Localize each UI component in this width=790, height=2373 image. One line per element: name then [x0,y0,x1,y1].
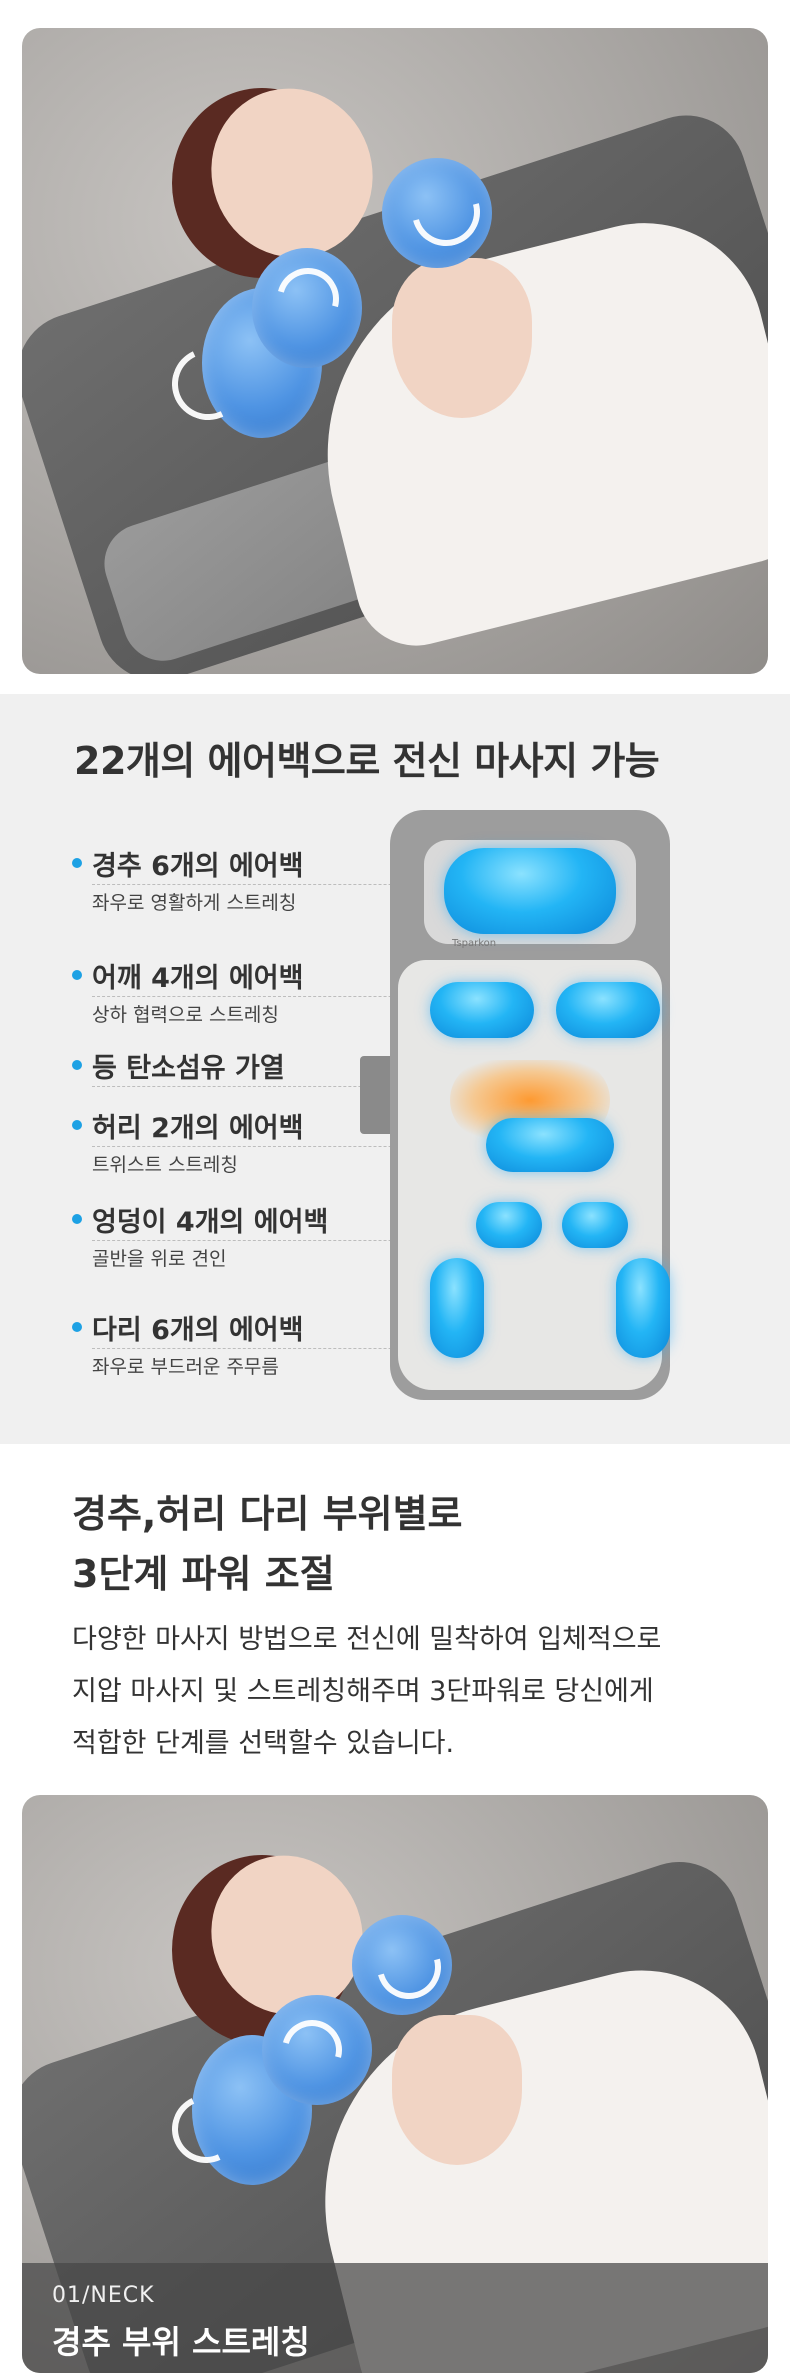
product-photo-neck-massage [22,28,768,674]
airbag-leg-right [616,1258,670,1358]
feature-title: 다리 6개의 에어백 [92,1315,304,1346]
description-line: 다양한 마사지 방법으로 전신에 밀착하여 입체적으로 [72,1624,662,1655]
description-line: 지압 마사지 및 스트레칭해주며 3단파워로 당신에게 [72,1676,654,1707]
bullet-dot-icon [72,1060,82,1070]
brand-logo: Tsparkon [452,938,497,949]
photo-caption: 01/NECK 경추 부위 스트레칭 [22,2263,768,2373]
feature-subtitle: 트위스트 스트레칭 [92,1154,238,1176]
airbag-leg-left [430,1258,484,1358]
airbag-neck [444,848,616,934]
description-line: 적합한 단계를 선택할수 있습니다. [72,1728,455,1759]
mat-controller-tab [360,1056,394,1134]
leader-line [92,1146,472,1147]
massage-mat-illustration: Tsparkon [360,810,700,1400]
caption-title: 경추 부위 스트레칭 [52,2323,310,2361]
headline-line: 경추,허리 다리 부위별로 [72,1492,463,1536]
leader-line [92,996,472,997]
leader-line [92,1240,472,1241]
feature-subtitle: 상하 협력으로 스트레칭 [92,1004,279,1026]
bullet-dot-icon [72,1214,82,1224]
feature-title: 등 탄소섬유 가열 [92,1053,285,1084]
airbag-diagram-section: 22개의 에어백으로 전신 마사지 가능 경추 6개의 에어백 좌우로 영활하게… [0,694,790,1444]
bullet-dot-icon [72,858,82,868]
bullet-dot-icon [72,1120,82,1130]
product-photo-neck-stretch: 01/NECK 경추 부위 스트레칭 [22,1795,768,2373]
bullet-dot-icon [72,970,82,980]
feature-title: 허리 2개의 에어백 [92,1113,304,1144]
feature-title: 어깨 4개의 에어백 [92,963,304,994]
airbag-hip-right [562,1202,628,1248]
description: 다양한 마사지 방법으로 전신에 밀착하여 입체적으로 지압 마사지 및 스트레… [72,1614,732,1770]
leader-line [92,1086,472,1087]
neck-pillow-center [262,1995,372,2105]
feature-subtitle: 좌우로 부드러운 주무름 [92,1356,279,1378]
airbag-hip-left [476,1202,542,1248]
airbag-shoulder-right [556,982,660,1038]
shoulder [392,2015,522,2165]
caption-index: 01/NECK [52,2283,155,2308]
airbag-waist [486,1118,614,1172]
neck-pillow-right [352,1915,452,2015]
feature-subtitle: 좌우로 영활하게 스트레칭 [92,892,297,914]
bullet-dot-icon [72,1322,82,1332]
neck-pillow-center [252,248,362,368]
feature-title: 경추 6개의 에어백 [92,851,304,882]
section-title: 22개의 에어백으로 전신 마사지 가능 [74,739,660,783]
headline: 경추,허리 다리 부위별로 3단계 파워 조절 [72,1484,463,1604]
feature-subtitle: 골반을 위로 견인 [92,1248,227,1270]
headline-line: 3단계 파워 조절 [72,1552,335,1596]
airbag-shoulder-left [430,982,534,1038]
leader-line [92,884,472,885]
leader-line [92,1348,472,1349]
shoulder [392,258,532,418]
feature-title: 엉덩이 4개의 에어백 [92,1207,329,1238]
neck-pillow-right [382,158,492,268]
